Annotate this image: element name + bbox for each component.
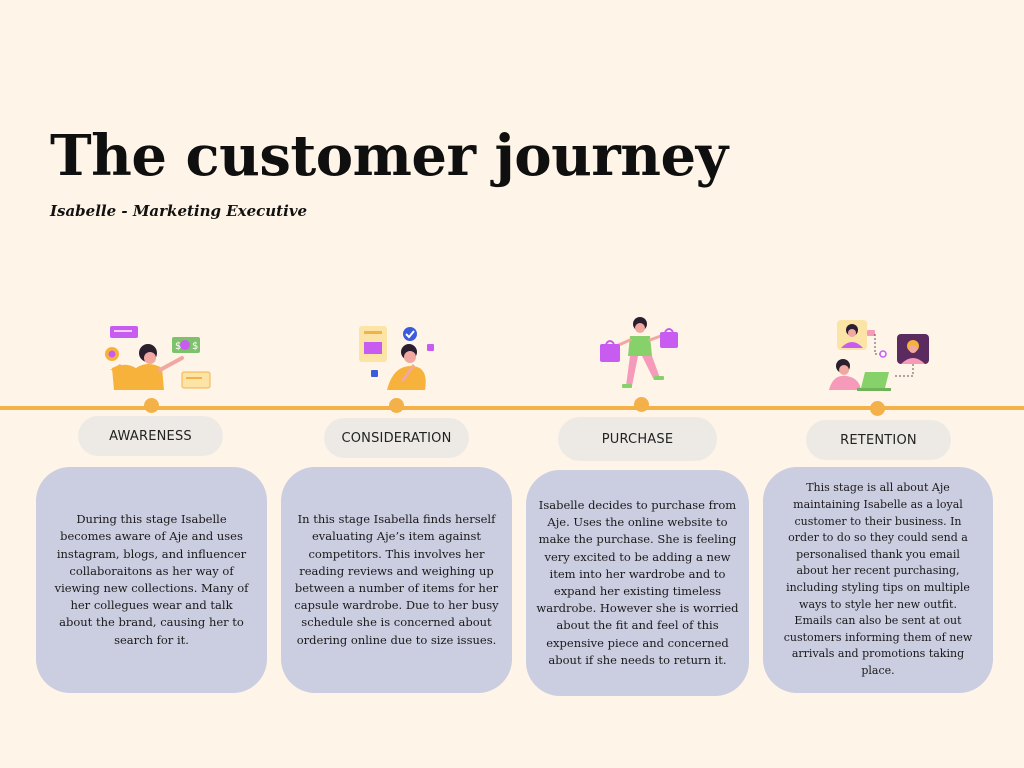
woman-thinking-checklist-illustration [359,326,434,390]
timeline-dot-consideration [389,398,404,413]
timeline-line [0,406,1024,410]
timeline-dot-retention [870,401,885,416]
stage-card-consideration: In this stage Isabella finds herself eva… [281,467,512,693]
woman-on-laptop-with-contacts-illustration [829,320,929,391]
stage-label-purchase: PURCHASE [558,417,717,461]
stage-description-consideration: In this stage Isabella finds herself eva… [294,512,499,647]
stage-label-retention: RETENTION [806,420,951,460]
stage-card-purchase: Isabelle decides to purchase from Aje. U… [526,470,749,696]
stage-description-awareness: During this stage Isabelle becomes aware… [54,512,249,647]
stage-card-retention: This stage is all about Aje maintaining … [763,467,993,693]
svg-text:$: $ [192,341,198,352]
stage-label-awareness: AWARENESS [78,416,223,456]
woman-browsing-social-media-illustration: $ $ [105,326,211,390]
page-title: The customer journey [50,123,728,189]
stage-description-purchase: Isabelle decides to purchase from Aje. U… [536,497,739,667]
woman-carrying-shopping-bags-illustration [600,317,678,388]
stage-label-consideration: CONSIDERATION [324,418,469,458]
timeline-dot-awareness [144,398,159,413]
stage-description-retention: This stage is all about Aje maintaining … [783,481,973,677]
stage-card-awareness: During this stage Isabelle becomes aware… [36,467,267,693]
svg-text:$: $ [175,341,181,352]
timeline-dot-purchase [634,397,649,412]
page-subtitle: Isabelle - Marketing Executive [50,202,308,220]
